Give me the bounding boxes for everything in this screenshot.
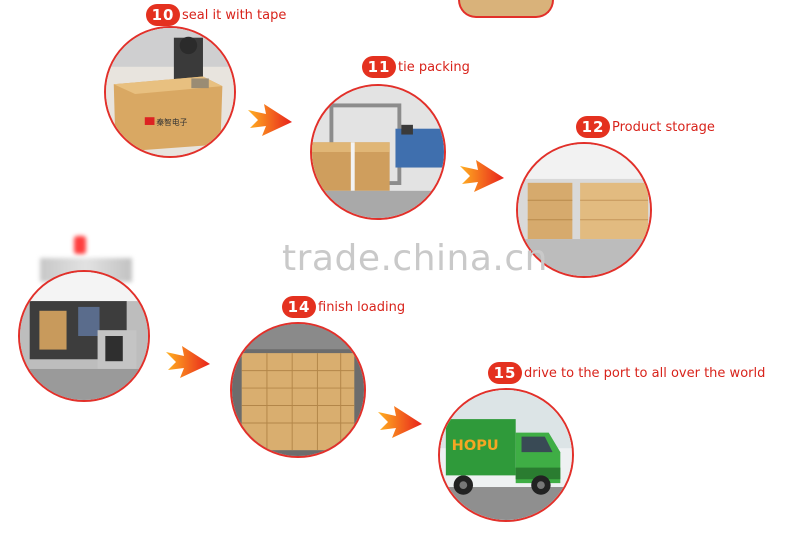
step-caption: drive to the port to all over the world bbox=[524, 365, 766, 381]
step-caption: finish loading bbox=[318, 299, 406, 315]
box-brand-text: 秦智电子 bbox=[156, 117, 187, 127]
tie-packing-photo bbox=[310, 84, 446, 220]
watermark: trade.china.cn bbox=[282, 238, 548, 279]
finish-loading-photo bbox=[230, 322, 366, 458]
step-number-badge: 11 bbox=[362, 56, 396, 78]
step-number-badge: 12 bbox=[576, 116, 610, 138]
truck-photo: HOPU bbox=[438, 388, 574, 522]
step-caption: tie packing bbox=[398, 59, 470, 75]
flame-arrow-icon bbox=[378, 406, 422, 438]
flame-arrow-icon bbox=[166, 346, 210, 378]
step-10-label: 10 seal it with tape bbox=[146, 4, 286, 26]
step-caption: Product storage bbox=[612, 119, 715, 135]
flame-arrow-icon bbox=[248, 104, 292, 136]
flame-arrow-icon bbox=[460, 160, 504, 192]
step-14-label: 14 finish loading bbox=[282, 296, 405, 318]
step-number-badge: 14 bbox=[282, 296, 316, 318]
step-11-label: 11 tie packing bbox=[362, 56, 470, 78]
seal-tape-photo: 秦智电子 bbox=[104, 26, 236, 158]
step-number-badge: 15 bbox=[488, 362, 522, 384]
step-caption: seal it with tape bbox=[182, 7, 287, 23]
step-13-badge-blurred bbox=[74, 236, 86, 254]
forklift-loading-photo bbox=[18, 270, 150, 402]
product-storage-photo bbox=[516, 142, 652, 278]
previous-step-photo-fragment bbox=[458, 0, 554, 18]
step-15-label: 15 drive to the port to all over the wor… bbox=[488, 362, 765, 384]
step-number-badge: 10 bbox=[146, 4, 180, 26]
step-12-label: 12 Product storage bbox=[576, 116, 715, 138]
truck-brand-text: HOPU bbox=[452, 437, 499, 454]
